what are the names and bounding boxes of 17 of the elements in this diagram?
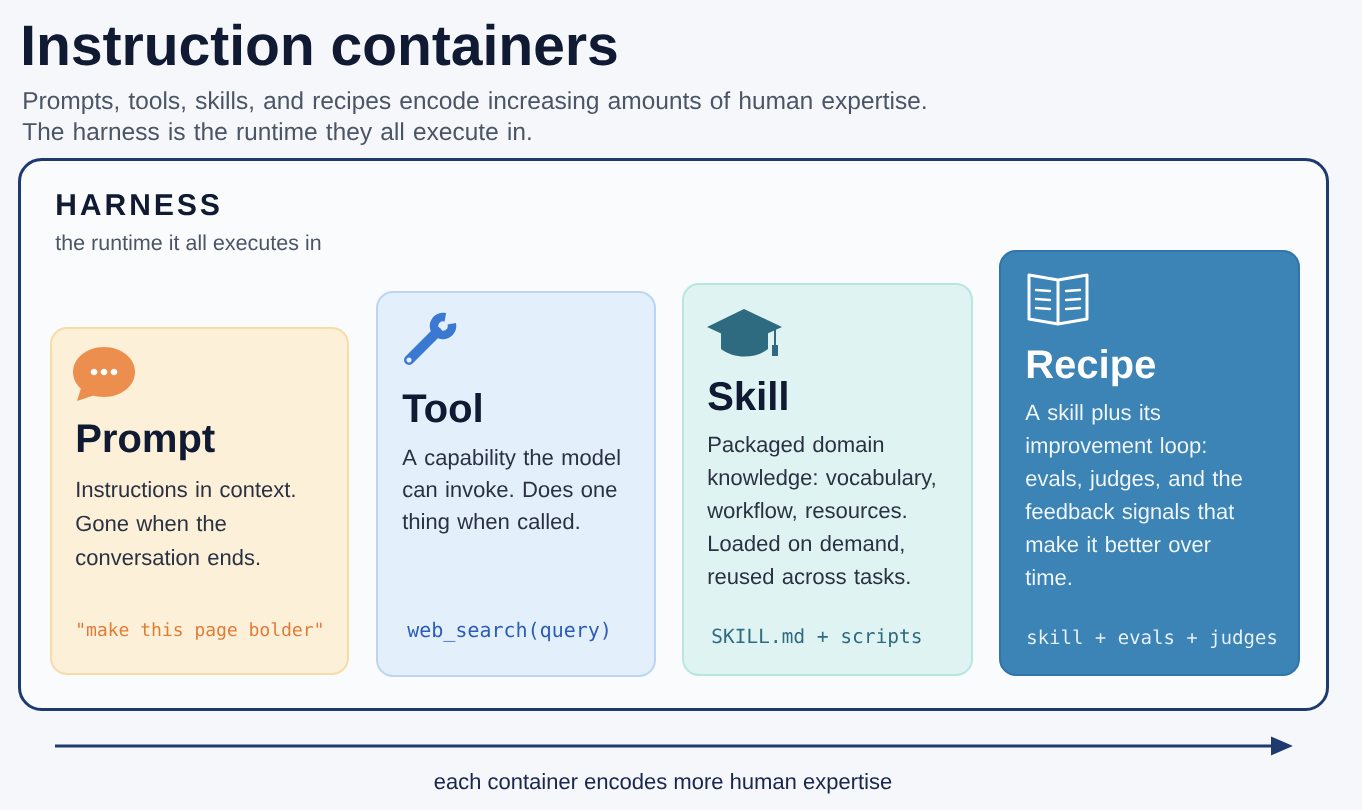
card-description: A skill plus its improvement loop: evals, judges, and the feedback signals that make it better over time.	[1025, 404, 1242, 586]
card-description: A capability the model can invoke. Does one thing when called.	[402, 449, 620, 534]
card-description: Packaged domain knowledge: vocabulary, workflow, resources. Loaded on demand, reused across tasks.	[707, 436, 935, 585]
arrow-caption: each container encodes more human expertise	[434, 773, 892, 794]
code-text: SKILL.md + scripts	[712, 628, 921, 648]
code-text: skill + evals + judges	[1028, 629, 1276, 649]
subtitle: Prompts, tools, skills, and recipes encode increasing amounts of human expertise. The harness is the runtime they all execute in.	[22, 91, 926, 146]
frame-subheading: the runtime it all executes in	[55, 234, 321, 251]
card-title: Skill	[708, 381, 787, 411]
card-title: Recipe	[1027, 349, 1155, 387]
code-text: web_search(query)	[407, 621, 608, 642]
card-description: Instructions in context. Gone when the conversation ends.	[76, 481, 295, 566]
frame-heading: HARNESS	[57, 194, 219, 216]
card-title: Tool	[402, 393, 481, 423]
code-text: "make this page bolder"	[78, 622, 322, 640]
card-title: Prompt	[77, 424, 215, 461]
title: Instruction containers	[24, 23, 617, 66]
